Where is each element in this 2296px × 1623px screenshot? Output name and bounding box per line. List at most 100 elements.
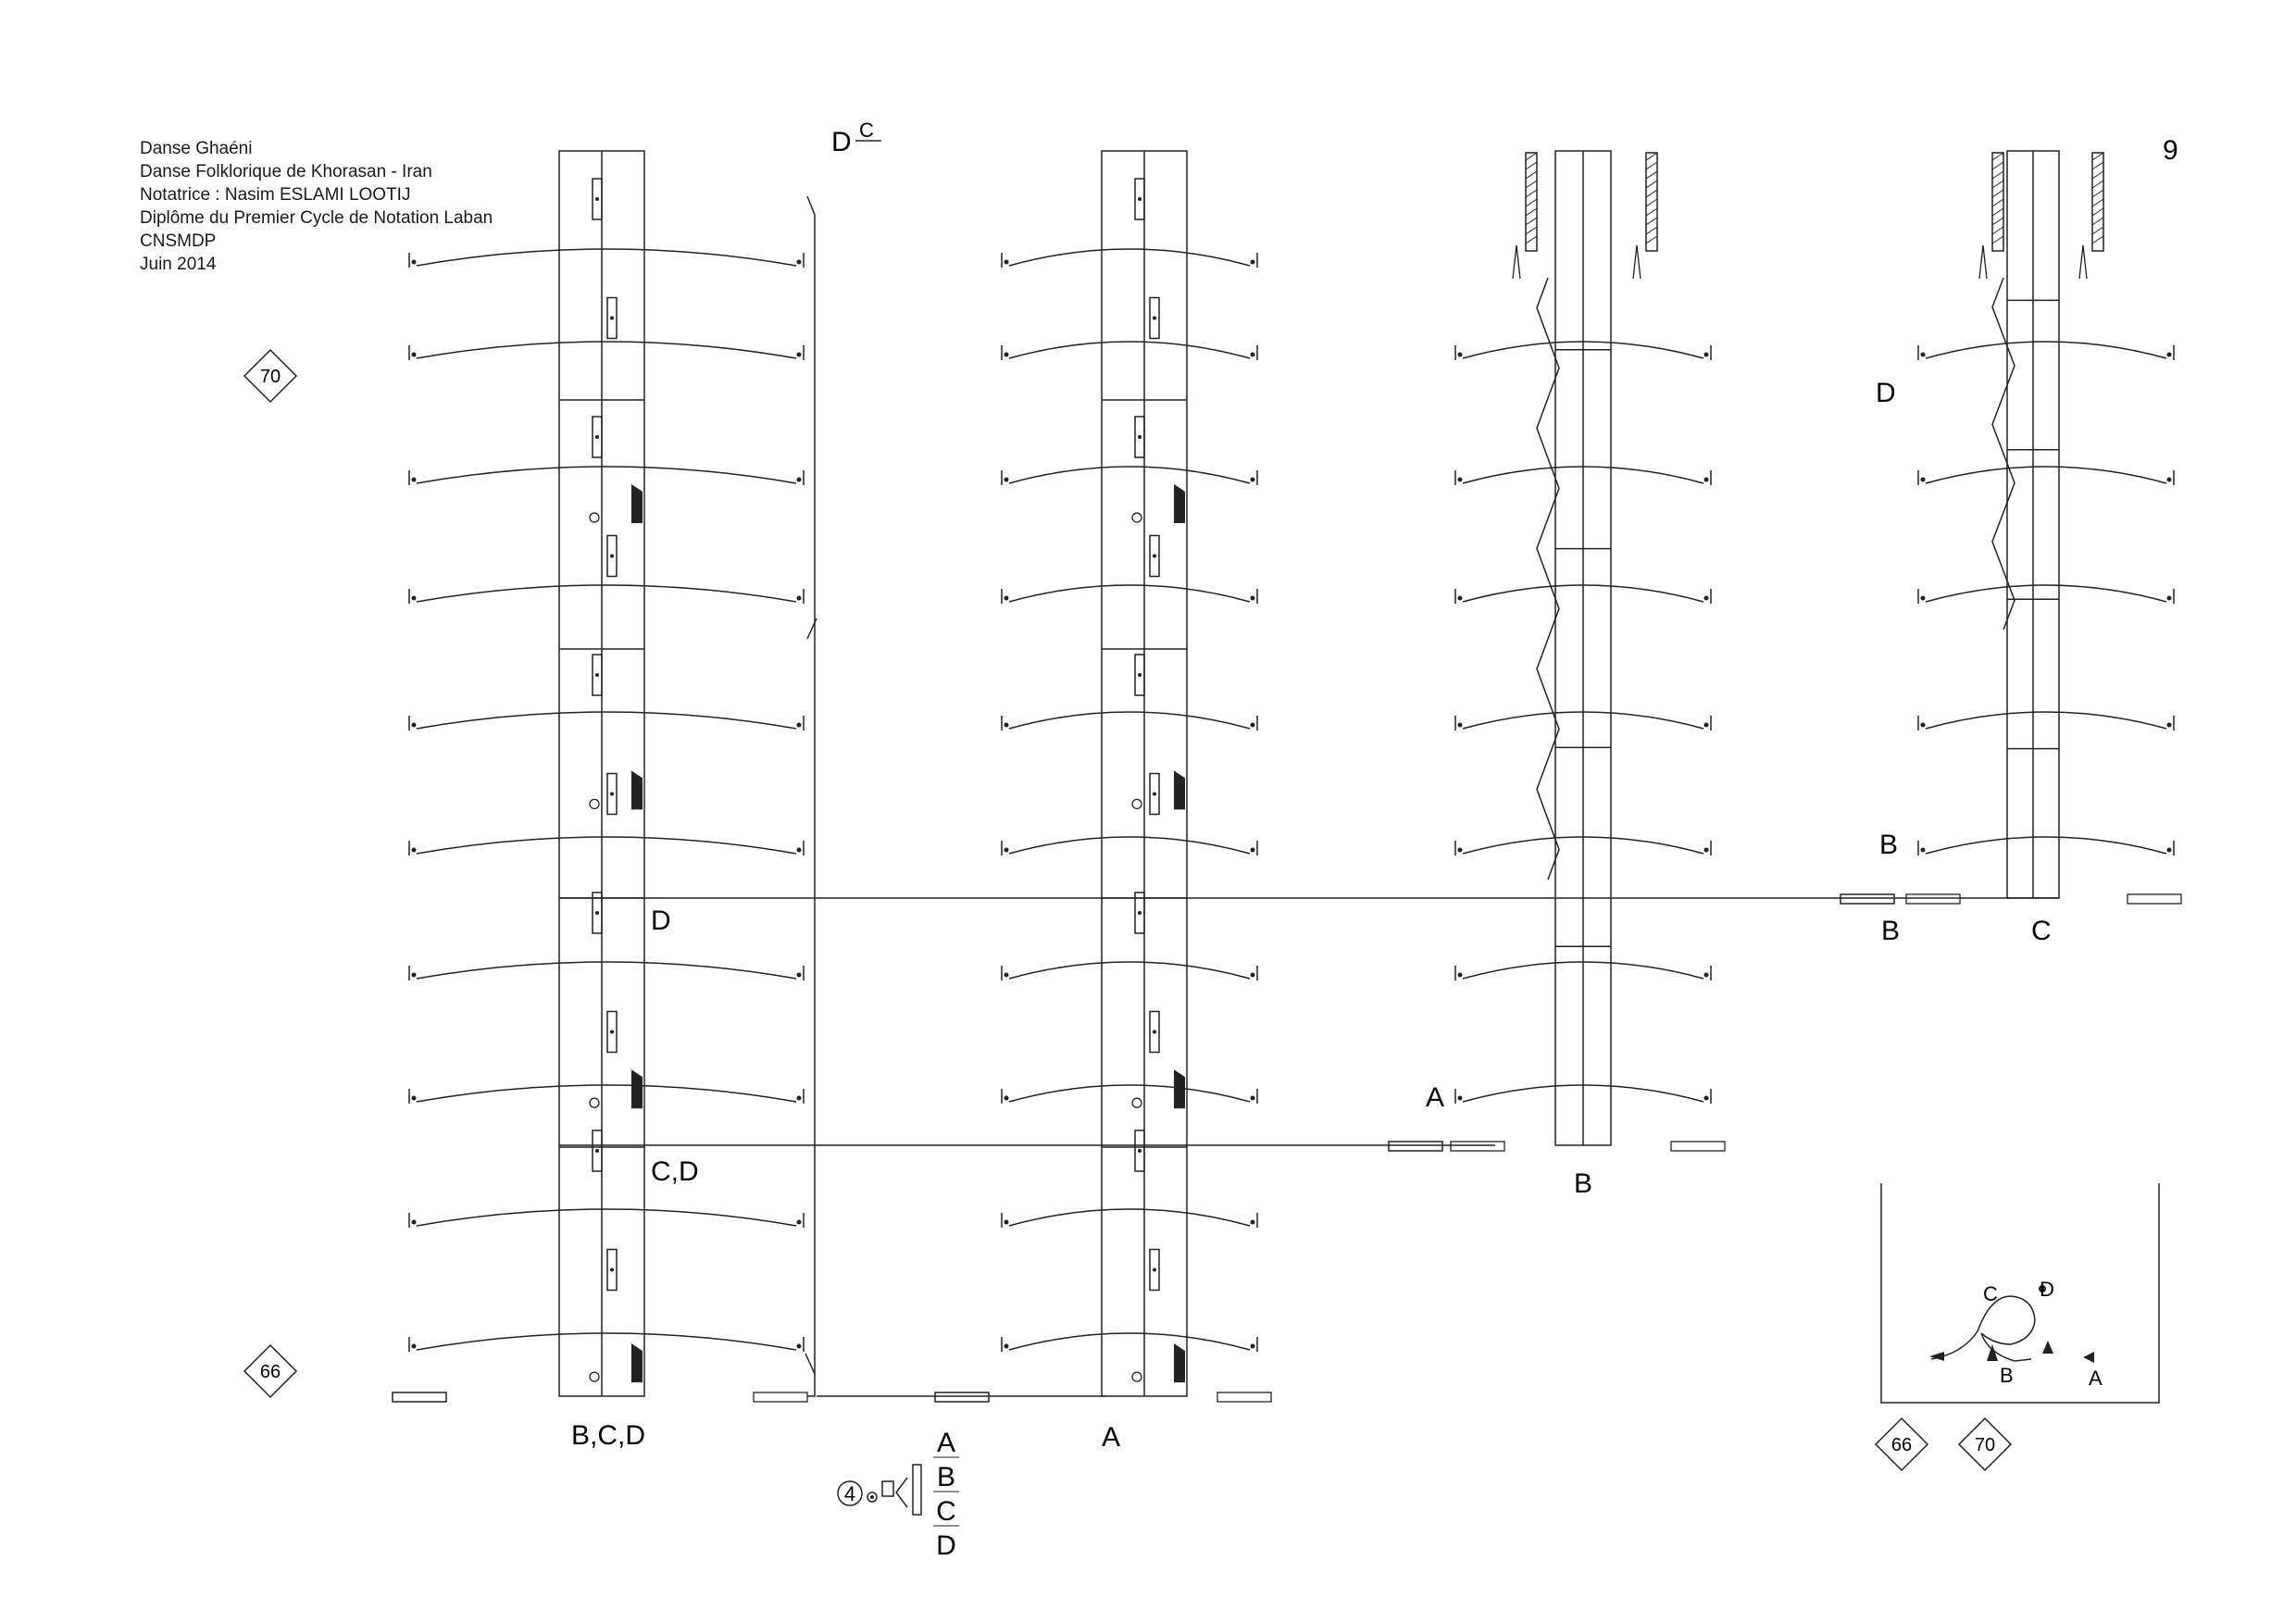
arm-arc	[1462, 466, 1704, 484]
score-header: Danse Ghaéni Danse Folklorique de Khoras…	[140, 137, 493, 276]
path-tick	[806, 618, 817, 640]
svg-text:B: B	[2000, 1364, 2014, 1387]
arc-dot	[796, 1095, 802, 1101]
direction-symbol	[1149, 1010, 1160, 1054]
arcs-layer	[408, 248, 2175, 1352]
path-tick	[805, 1353, 816, 1375]
dance-subtitle: Danse Folklorique de Khorasan - Iran	[140, 162, 432, 181]
arc-dot	[1703, 352, 1709, 357]
arm-arc	[1008, 836, 1251, 855]
floor-plan: C D B A 66 70	[1874, 1183, 2160, 1472]
arc-dot	[1250, 477, 1255, 482]
arc-dot	[1703, 595, 1709, 601]
turn-block	[1174, 770, 1185, 810]
institution-line: CNSMDP	[140, 231, 217, 251]
arc-dot	[1004, 847, 1009, 853]
direction-dot	[1153, 1267, 1156, 1272]
hold-circle	[589, 798, 600, 810]
arm-arc	[1462, 1084, 1704, 1103]
direction-dot	[595, 435, 599, 439]
direction-symbol	[1134, 1130, 1145, 1172]
staff-1	[392, 150, 645, 1403]
arc-dot	[1457, 722, 1463, 728]
staff4-bottom-label-b: B	[1881, 916, 1900, 946]
glyph-layer	[411, 152, 2182, 1403]
arc-dot	[1457, 352, 1463, 357]
arc-dot	[1457, 972, 1463, 978]
direction-dot	[610, 554, 614, 558]
arc-dot	[1703, 477, 1709, 482]
arc-dot	[1250, 352, 1255, 357]
turn-block	[1174, 1069, 1185, 1109]
direction-dot	[1138, 435, 1142, 439]
staff4-zigzag	[1991, 277, 2015, 630]
turn-block	[1174, 484, 1185, 524]
arm-arc	[416, 466, 797, 484]
hatched-column	[1632, 152, 1658, 280]
svg-text:A: A	[2089, 1367, 2103, 1390]
direction-symbol	[592, 654, 603, 696]
arm-arc	[1008, 1332, 1251, 1351]
direction-dot	[595, 197, 599, 201]
arm-arc	[1008, 961, 1251, 980]
arc-dot	[1250, 1219, 1255, 1225]
arc-dot	[796, 259, 802, 265]
staff2-bottom-label: A	[1102, 1422, 1120, 1453]
direction-dot	[1138, 911, 1142, 915]
direction-symbol	[1134, 178, 1145, 220]
direction-symbol	[1149, 534, 1160, 578]
arm-arc	[416, 961, 797, 980]
arc-dot	[1250, 722, 1255, 728]
staff-3	[1388, 150, 1612, 1152]
page-number: 9	[2163, 135, 2178, 166]
measure-marker-bottom: 66	[243, 1343, 298, 1399]
arc-dot	[1250, 259, 1255, 265]
arc-dot	[1004, 352, 1009, 357]
hold-circle	[1131, 1097, 1142, 1108]
hold-circle	[1131, 512, 1142, 523]
direction-symbol	[592, 892, 603, 934]
group-key: 4 A B C D	[837, 1428, 959, 1561]
hold-circle	[589, 1371, 600, 1382]
staff3-zigzag	[1536, 277, 1560, 880]
svg-text:4: 4	[844, 1482, 855, 1505]
arc-dot	[411, 1343, 417, 1349]
arc-dot	[796, 847, 802, 853]
svg-text:D: D	[2040, 1278, 2054, 1301]
floor-mark	[1840, 893, 1895, 905]
arm-arc	[1008, 1084, 1251, 1103]
direction-dot	[1138, 197, 1142, 201]
arm-arc	[1462, 961, 1704, 980]
date-line: Juin 2014	[140, 255, 217, 274]
arm-arc	[1925, 466, 2167, 484]
arm-arc	[1925, 836, 2167, 855]
notator-line: Notatrice : Nasim ESLAMI LOOTIJ	[140, 185, 411, 205]
hold-circle	[589, 1097, 600, 1108]
svg-text:70: 70	[1975, 1435, 1995, 1455]
arc-dot	[1250, 595, 1255, 601]
hatched-column	[1978, 152, 2004, 280]
svg-text:66: 66	[260, 1362, 281, 1382]
path-line	[806, 195, 816, 1397]
arc-dot	[796, 722, 802, 728]
direction-symbol	[606, 534, 618, 578]
arc-dot	[2166, 595, 2172, 601]
arm-arc	[416, 341, 797, 359]
arc-dot	[411, 595, 417, 601]
arc-dot	[1457, 1095, 1463, 1101]
arc-dot	[2166, 722, 2172, 728]
arc-dot	[1250, 847, 1255, 853]
arc-dot	[411, 847, 417, 853]
turn-block	[631, 1343, 643, 1383]
arc-dot	[1250, 972, 1255, 978]
arm-arc	[416, 1208, 797, 1227]
floor-mark	[753, 1392, 808, 1403]
arc-dot	[1703, 972, 1709, 978]
arc-dot	[1004, 595, 1009, 601]
floor-mark	[1670, 1141, 1726, 1152]
hold-circle	[589, 512, 600, 523]
floor-mark	[2127, 893, 2182, 905]
direction-dot	[595, 673, 599, 677]
svg-text:70: 70	[260, 367, 281, 387]
